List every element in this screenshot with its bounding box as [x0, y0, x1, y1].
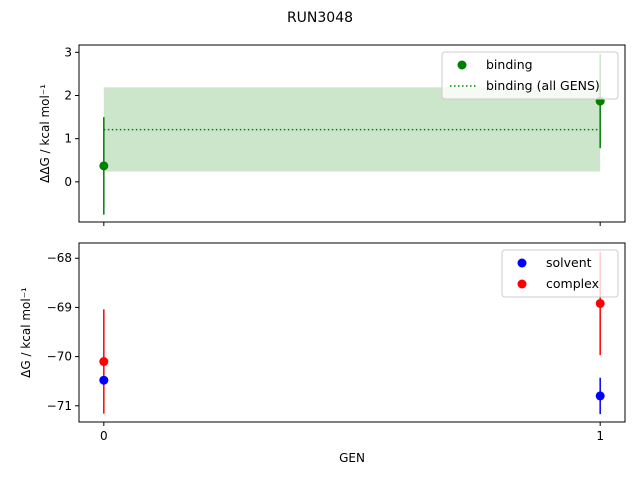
legend-marker	[517, 279, 527, 289]
y-tick-label: 1	[64, 132, 72, 146]
data-point	[595, 391, 605, 401]
legend-label: complex	[546, 276, 599, 291]
legend-box	[441, 51, 619, 100]
chart-title: RUN3048	[287, 10, 353, 26]
legend-label: binding (all GENS)	[486, 78, 600, 93]
bottom-panel: −68 −69 −70 −71 0 1 ΔG / kcal mol⁻¹ solvent comp…	[19, 242, 626, 443]
data-point	[595, 298, 605, 308]
legend-label: solvent	[546, 255, 592, 270]
data-point	[99, 357, 109, 367]
y-axis-label: ΔG / kcal mol⁻¹	[19, 287, 33, 378]
x-tick-label: 0	[100, 429, 108, 443]
y-tick-label: −70	[47, 350, 72, 364]
legend-marker	[457, 60, 467, 70]
axes-frame	[78, 242, 626, 423]
y-tick-label: 2	[64, 89, 72, 103]
x-tick-label: 1	[596, 429, 604, 443]
y-tick-label: 3	[64, 45, 72, 59]
legend: binding binding (all GENS)	[441, 51, 619, 100]
data-point	[99, 161, 109, 171]
y-tick-label: −71	[47, 399, 72, 413]
data-point	[99, 375, 109, 385]
legend-label: binding	[486, 57, 533, 72]
axes-frame	[78, 44, 626, 223]
legend: solvent complex	[501, 249, 619, 298]
y-axis-label: ΔΔG / kcal mol⁻¹	[38, 84, 52, 183]
legend-marker	[517, 258, 527, 268]
x-axis-label: GEN	[339, 451, 365, 465]
y-tick-label: 0	[64, 175, 72, 189]
legend-box	[501, 249, 619, 298]
y-tick-label: −69	[47, 300, 72, 314]
y-tick-label: −68	[47, 251, 72, 265]
